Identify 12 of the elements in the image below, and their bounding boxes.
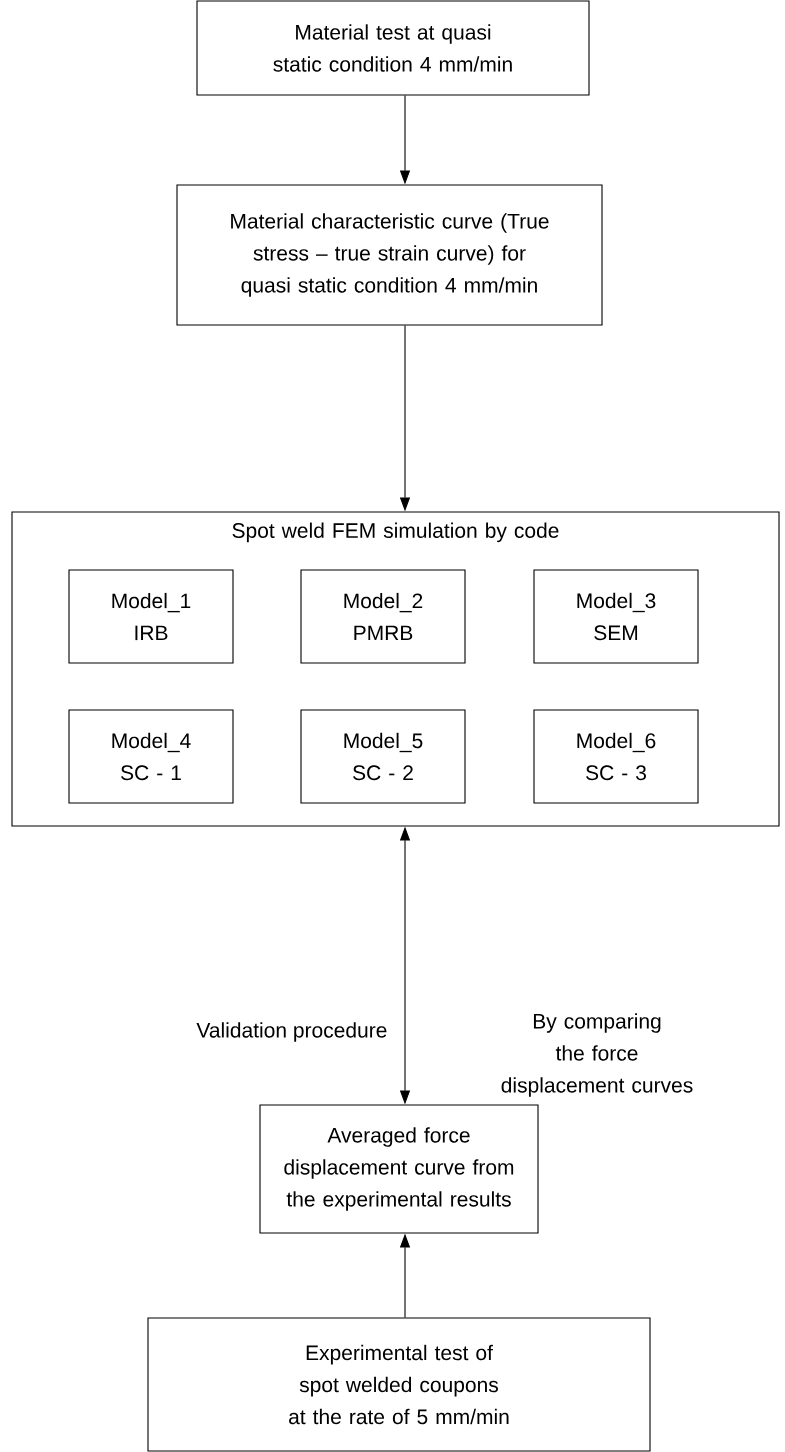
process-box: Model_2 PMRB	[300, 569, 466, 664]
process-box: Model_5 SC - 2	[300, 709, 466, 804]
process-box: Material test at quasi static condition 4 mm/min	[196, 0, 590, 96]
process-box: Model_1 IRB	[68, 569, 234, 664]
process-box: Model_6 SC - 3	[533, 709, 699, 804]
process-box: Experimental test of spot welded coupons at the rate of 5 mm/min	[147, 1317, 651, 1452]
edge-label: Validation procedure	[196, 1022, 387, 1042]
process-box: Model_3 SEM	[533, 569, 699, 664]
process-box: Averaged force displacement curve from the experimental results	[259, 1104, 539, 1234]
process-box: Model_4 SC - 1	[68, 709, 234, 804]
process-box: Material characteristic curve (True stress – true strain curve) for quasi static condition 4 mm/min	[176, 184, 603, 326]
note-text: By comparing the force displacement curves	[501, 1013, 693, 1097]
